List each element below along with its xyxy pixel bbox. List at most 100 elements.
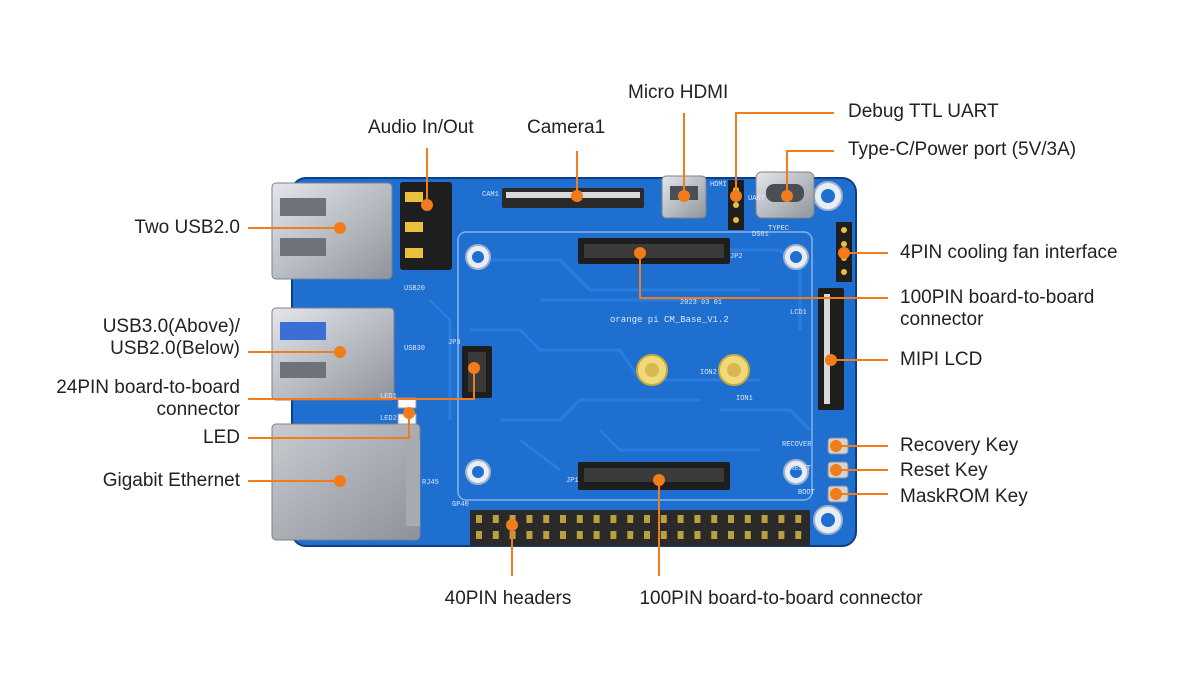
gpio-pin [576, 531, 583, 539]
pcb-traces [428, 248, 812, 472]
label-type-c: Type-C/Power port (5V/3A) [848, 139, 1077, 160]
gpio-pin [728, 515, 734, 523]
silk-board-name: orange pi CM_Base_V1.2 [610, 315, 729, 325]
gpio-pin [593, 515, 600, 523]
gpio-pin [728, 531, 734, 539]
gpio-pin [526, 515, 533, 523]
silk-date: 2023 03 01 [680, 299, 722, 307]
gpio-pin [677, 515, 684, 523]
label-usb3: USB3.0(Above)/ USB2.0(Below) [40, 316, 240, 360]
silk-reset: RESET [790, 465, 811, 473]
label-b2b-24: 24PIN board-to-board connector [0, 377, 240, 421]
silk-lcd1: LCD1 [790, 309, 807, 317]
silk-led1: LED1 [380, 393, 397, 401]
gpio-pin [492, 515, 499, 523]
label-gigabit: Gigabit Ethernet [102, 470, 240, 491]
label-micro-hdmi: Micro HDMI [628, 82, 729, 103]
silk-usb30: USB30 [404, 345, 425, 353]
gpio-pin [543, 531, 550, 539]
gpio-pin [778, 515, 785, 523]
silk-jp1: JP1 [566, 477, 579, 485]
gpio-pin [476, 531, 482, 539]
gpio-pin [761, 515, 768, 523]
label-maskrom: MaskROM Key [900, 486, 1028, 507]
gpio-pin [644, 515, 650, 523]
label-two-usb2: Two USB2.0 [134, 217, 240, 238]
label-mipi-lcd: MIPI LCD [900, 349, 983, 370]
gpio-40pin-header [470, 510, 810, 546]
leader-lines [248, 112, 888, 576]
gpio-pin [610, 515, 617, 523]
silk-hdmi: HDMI [710, 181, 727, 189]
silk-typec: TYPEC [768, 225, 789, 233]
label-led: LED [203, 427, 240, 448]
b2b-connector-bottom [578, 462, 730, 490]
silk-boot: BOOT [798, 489, 815, 497]
gpio-pin [778, 531, 785, 539]
label-40pin: 40PIN headers [444, 588, 572, 609]
label-b2b-top: 100PIN board-to-board connector [900, 287, 1160, 331]
gpio-pin [744, 531, 751, 539]
gpio-pin [543, 515, 550, 523]
silk-jp3: JP3 [448, 339, 461, 347]
mounting-holes [465, 181, 843, 535]
gpio-header-base [470, 510, 810, 546]
gpio-pin [560, 515, 566, 523]
gpio-pin [694, 515, 701, 523]
gpio-pin [610, 531, 617, 539]
gpio-pin [526, 531, 533, 539]
gpio-pin [660, 531, 667, 539]
label-usb3-line2: USB2.0(Below) [110, 338, 240, 359]
leader-dots [334, 190, 850, 531]
label-debug-uart: Debug TTL UART [848, 101, 999, 122]
gpio-pin [576, 515, 583, 523]
gpio-pin [660, 515, 667, 523]
label-b2b-top-line2: connector [900, 309, 984, 330]
gpio-pin [593, 531, 600, 539]
silk-ds01: DS01 [752, 231, 769, 239]
gpio-pin [627, 531, 634, 539]
gpio-pin [744, 515, 751, 523]
label-b2b-24-line2: connector [156, 399, 240, 420]
gpio-pin [644, 531, 650, 539]
label-b2b-top-line1: 100PIN board-to-board [900, 287, 1095, 308]
gpio-pin [761, 531, 768, 539]
gpio-pin [694, 531, 701, 539]
gpio-pin [509, 515, 516, 523]
gpio-pin [795, 515, 802, 523]
label-usb3-line1: USB3.0(Above)/ [102, 316, 240, 337]
silk-gp40: GP40 [452, 501, 469, 509]
silk-rj45: RJ45 [422, 479, 439, 487]
silk-uart: UART [748, 195, 765, 203]
gpio-pin [677, 531, 684, 539]
silk-jp2: JP2 [730, 253, 743, 261]
silk-led2: LED2 [380, 415, 397, 423]
silk-ion1: ION1 [736, 395, 753, 403]
label-fan: 4PIN cooling fan interface [900, 242, 1118, 263]
gpio-pin [795, 531, 802, 539]
label-reset: Reset Key [900, 460, 988, 481]
rj45-port [271, 423, 421, 541]
gpio-pin [711, 531, 718, 539]
label-camera: Camera1 [527, 117, 606, 138]
label-audio: Audio In/Out [368, 117, 474, 138]
audio-jack [400, 182, 452, 270]
gpio-pin [476, 515, 482, 523]
silk-recover: RECOVER [782, 441, 812, 449]
gpio-pin [711, 515, 718, 523]
b2b-connector-top [578, 238, 730, 264]
label-b2b-24-line1: 24PIN board-to-board [56, 377, 240, 398]
usb2-dual-port [271, 182, 393, 280]
gpio-pin [560, 531, 566, 539]
gpio-pin [627, 515, 634, 523]
gpio-pin [492, 531, 499, 539]
silk-ion2: ION2 [700, 369, 717, 377]
label-recovery: Recovery Key [900, 435, 1019, 456]
label-b2b-bottom: 100PIN board-to-board connector [639, 588, 923, 609]
silk-cam1: CAM1 [482, 191, 499, 199]
usb3-port [271, 307, 395, 401]
silk-usb20: USB20 [404, 285, 425, 293]
module-outline [457, 231, 813, 501]
